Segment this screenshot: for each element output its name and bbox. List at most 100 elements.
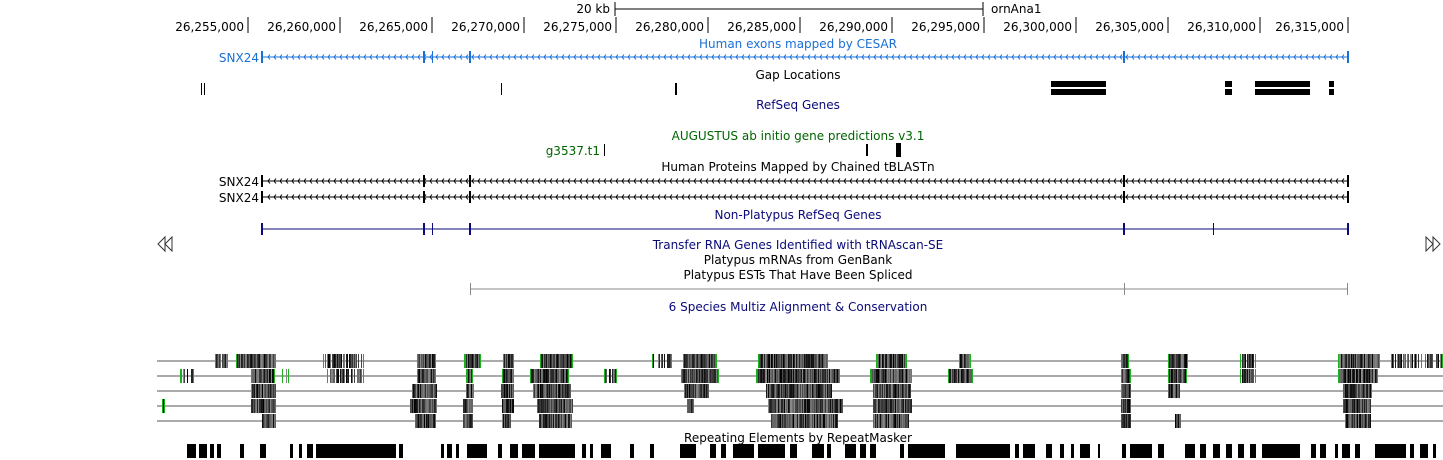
repeat-element[interactable]	[1098, 444, 1100, 458]
repeat-element[interactable]	[1015, 444, 1019, 458]
repeat-element[interactable]	[812, 444, 824, 458]
augustus-exon[interactable]	[604, 144, 605, 156]
repeat-element[interactable]	[1122, 444, 1126, 458]
repeat-element[interactable]	[240, 444, 244, 458]
repeat-element[interactable]	[1335, 444, 1338, 458]
repeat-element[interactable]	[307, 444, 313, 458]
xeno-refseq-gene-model[interactable]	[261, 223, 1349, 235]
tblastn-feature-label-1[interactable]: SNX24	[219, 175, 259, 189]
repeat-element[interactable]	[1250, 444, 1256, 458]
gap-block[interactable]	[1329, 89, 1334, 95]
gap-features[interactable]	[201, 81, 1334, 95]
repeat-element[interactable]	[790, 444, 797, 458]
repeat-element[interactable]	[299, 444, 302, 458]
repeat-element[interactable]	[827, 444, 831, 458]
tblastn-exon[interactable]	[1123, 191, 1125, 203]
cesar-gene-model[interactable]	[261, 51, 1349, 63]
augustus-exon[interactable]	[866, 144, 868, 156]
repeat-element[interactable]	[210, 444, 214, 458]
repeat-element[interactable]	[522, 444, 535, 458]
cesar-exon[interactable]	[432, 51, 433, 63]
repeat-element[interactable]	[1200, 444, 1206, 458]
repeat-element[interactable]	[1023, 444, 1035, 458]
repeat-element[interactable]	[908, 444, 945, 458]
augustus-gene-model[interactable]	[604, 143, 901, 157]
repeat-element[interactable]	[590, 444, 593, 458]
cesar-exon[interactable]	[1347, 51, 1349, 63]
repeat-element[interactable]	[758, 444, 785, 458]
track-refseq[interactable]: RefSeq Genes	[756, 98, 840, 112]
repeat-element[interactable]	[1420, 444, 1428, 458]
repeat-element[interactable]	[447, 444, 452, 458]
repeat-element[interactable]	[1410, 444, 1414, 458]
repeat-element[interactable]	[1311, 444, 1316, 458]
repeat-element[interactable]	[1185, 444, 1195, 458]
repeat-element[interactable]	[1158, 444, 1164, 458]
repeat-element[interactable]	[680, 444, 696, 458]
repeat-element[interactable]	[1130, 444, 1152, 458]
gap-block[interactable]	[1051, 81, 1106, 87]
repeat-element[interactable]	[1342, 444, 1350, 458]
augustus-feature-label[interactable]: g3537.t1	[546, 144, 600, 158]
tblastn-exon[interactable]	[1347, 191, 1349, 203]
repeat-element[interactable]	[1060, 444, 1064, 458]
cesar-exon[interactable]	[423, 51, 425, 63]
est-feature[interactable]	[470, 283, 1348, 295]
multiz-alignment-rows[interactable]	[157, 354, 1443, 428]
track-mrna[interactable]: Platypus mRNAs from GenBank	[704, 253, 893, 267]
repeat-element[interactable]	[199, 444, 207, 458]
track-tblastn[interactable]: Human Proteins Mapped by Chained tBLASTn…	[219, 160, 1349, 205]
gap-block[interactable]	[1051, 89, 1106, 95]
rmsk-features[interactable]	[187, 444, 1436, 458]
repeat-element[interactable]	[1238, 444, 1244, 458]
gap-block[interactable]	[1255, 89, 1310, 95]
tblastn-exon[interactable]	[469, 191, 471, 203]
xeno-exon[interactable]	[423, 223, 425, 235]
repeat-element[interactable]	[582, 444, 586, 458]
repeat-element[interactable]	[1375, 444, 1406, 458]
est-exon[interactable]	[1124, 283, 1125, 295]
xeno-exon[interactable]	[1213, 223, 1214, 235]
gap-block[interactable]	[1225, 89, 1232, 95]
track-est[interactable]: Platypus ESTs That Have Been Spliced	[470, 268, 1348, 295]
gap-tick[interactable]	[201, 83, 202, 95]
repeat-element[interactable]	[900, 444, 904, 458]
tblastn-exon[interactable]	[423, 191, 425, 203]
est-exon[interactable]	[1347, 283, 1348, 295]
xeno-exon[interactable]	[1347, 223, 1349, 235]
tblastn-gene-models[interactable]	[261, 175, 1349, 203]
repeat-element[interactable]	[733, 444, 754, 458]
cesar-feature-label[interactable]: SNX24	[219, 51, 259, 65]
repeat-element[interactable]	[650, 444, 654, 458]
repeat-element[interactable]	[630, 444, 634, 458]
repeat-element[interactable]	[399, 444, 403, 458]
tblastn-exon[interactable]	[469, 175, 471, 187]
repeat-element[interactable]	[316, 444, 396, 458]
repeat-element[interactable]	[601, 444, 611, 458]
repeat-element[interactable]	[956, 444, 1010, 458]
tblastn-exon[interactable]	[1123, 175, 1125, 187]
repeat-element[interactable]	[290, 444, 293, 458]
augustus-exon[interactable]	[896, 143, 901, 157]
gap-block[interactable]	[1255, 81, 1310, 87]
track-multiz[interactable]: 6 Species Multiz Alignment & Conservatio…	[157, 300, 1443, 428]
repeat-element[interactable]	[441, 444, 444, 458]
tblastn-feature-label-2[interactable]: SNX24	[219, 191, 259, 205]
repeat-element[interactable]	[1080, 444, 1090, 458]
repeat-element[interactable]	[456, 444, 459, 458]
cesar-exon[interactable]	[1123, 51, 1125, 63]
repeat-element[interactable]	[860, 444, 866, 458]
gap-tick[interactable]	[204, 83, 205, 95]
tblastn-exon[interactable]	[1347, 175, 1349, 187]
xeno-exon[interactable]	[1123, 223, 1125, 235]
cesar-exon[interactable]	[469, 51, 471, 63]
xeno-exon[interactable]	[469, 223, 471, 235]
repeat-element[interactable]	[260, 444, 266, 458]
track-cesar[interactable]: Human exons mapped by CESAR SNX24	[219, 37, 1349, 65]
repeat-element[interactable]	[1226, 444, 1232, 458]
repeat-element[interactable]	[845, 444, 856, 458]
repeat-element[interactable]	[710, 444, 716, 458]
repeat-element[interactable]	[1262, 444, 1300, 458]
